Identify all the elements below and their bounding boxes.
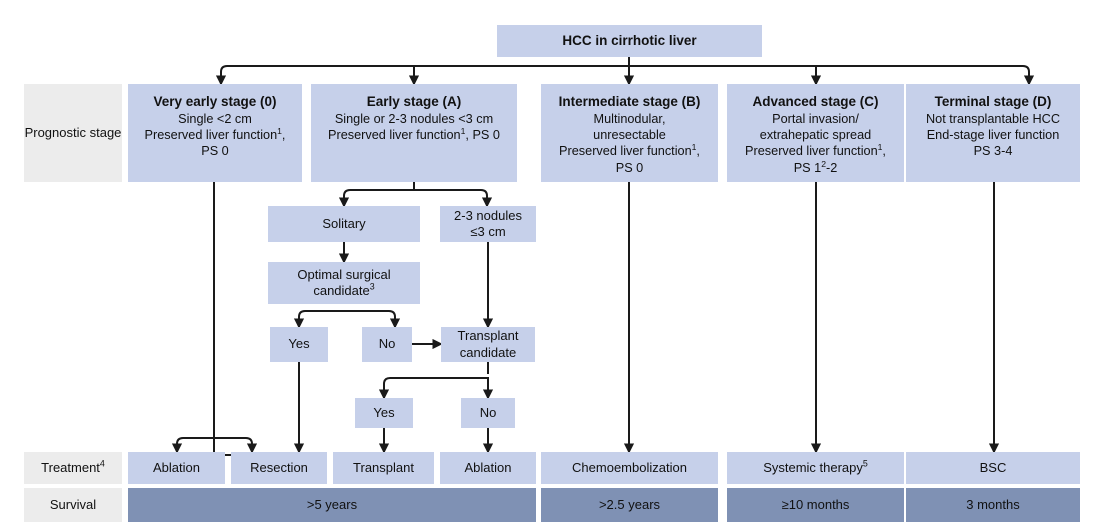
- node-transplant-no[interactable]: No: [461, 398, 515, 428]
- bus-transplant-yesno: [378, 377, 494, 400]
- node-2-3-nodules[interactable]: 2-3 nodules ≤3 cm: [440, 206, 536, 242]
- root-box[interactable]: HCC in cirrhotic liver: [497, 25, 762, 57]
- stage-detail-line: PS 3-4: [973, 144, 1013, 159]
- stage-detail-line: PS 12-2: [793, 158, 838, 175]
- stage-detail-line: Single <2 cm: [178, 112, 252, 127]
- bus-stage-distributor: [215, 65, 1035, 86]
- treatment-box-transplant[interactable]: Transplant: [333, 452, 434, 484]
- treatment-box-ablation-2[interactable]: Ablation: [440, 452, 536, 484]
- node-surgical-no-label: No: [378, 336, 396, 352]
- stage-detail-line: Preserved liver function1,: [745, 142, 886, 159]
- survival-label: >5 years: [306, 496, 358, 512]
- survival-label: 3 months: [966, 496, 1020, 512]
- survival-label: ≥10 months: [781, 496, 850, 512]
- node-solitary-label: Solitary: [322, 215, 366, 231]
- node-nodules-line: ≤3 cm: [470, 224, 506, 239]
- treatment-label: BSC: [979, 459, 1007, 475]
- stage-title: Early stage (A): [366, 94, 462, 109]
- node-surgical-yes[interactable]: Yes: [270, 327, 328, 362]
- treatment-label: Systemic therapy5: [763, 458, 868, 475]
- node-optimal-surgical-candidate[interactable]: Optimal surgical candidate3: [268, 262, 420, 304]
- stage-box-advanced[interactable]: Advanced stage (C) Portal invasion/ extr…: [727, 84, 904, 182]
- node-surgical-no[interactable]: No: [362, 327, 412, 362]
- survival-box-terminal: 3 months: [906, 488, 1080, 522]
- stage-detail-line: PS 0: [201, 144, 229, 159]
- treatment-label: Chemoembolization: [572, 459, 687, 475]
- stage-detail-line: Single or 2-3 nodules <3 cm: [334, 112, 494, 127]
- bus-optimal-yesno: [293, 310, 401, 329]
- treatment-label: Ablation: [464, 459, 512, 475]
- stage-detail-line: Preserved liver function1, PS 0: [328, 126, 500, 143]
- node-transplant-yes[interactable]: Yes: [355, 398, 413, 428]
- treatment-label: Transplant: [353, 459, 414, 475]
- node-optimal-line: Optimal surgical: [297, 266, 391, 282]
- survival-box-intermediate: >2.5 years: [541, 488, 718, 522]
- stage-box-very-early[interactable]: Very early stage (0) Single <2 cm Preser…: [128, 84, 302, 182]
- row-label-survival: Survival: [24, 488, 122, 522]
- row-label-treatment-text: Treatment4: [41, 458, 105, 475]
- node-surgical-yes-label: Yes: [288, 336, 310, 352]
- row-label-prognostic-stage: Prognostic stage: [24, 84, 122, 182]
- node-transplant-yes-label: Yes: [373, 404, 395, 420]
- node-transplant-cand-line: candidate: [459, 344, 517, 360]
- row-label-treatment: Treatment4: [24, 452, 122, 484]
- node-nodules-line: 2-3 nodules: [454, 207, 522, 223]
- survival-box-early: >5 years: [128, 488, 536, 522]
- stage-detail-line: Not transplantable HCC: [926, 112, 1060, 127]
- treatment-box-resection[interactable]: Resection: [231, 452, 327, 484]
- node-transplant-cand-line: Transplant: [457, 328, 519, 343]
- stage-title: Terminal stage (D): [934, 94, 1052, 109]
- stage-detail-line: Portal invasion/: [772, 112, 859, 127]
- row-label-prognostic-text: Prognostic stage: [24, 124, 122, 140]
- node-solitary[interactable]: Solitary: [268, 206, 420, 242]
- stage-box-terminal[interactable]: Terminal stage (D) Not transplantable HC…: [906, 84, 1080, 182]
- treatment-label: Resection: [250, 459, 308, 475]
- stage-detail-line: Preserved liver function1,: [144, 126, 286, 143]
- root-label: HCC in cirrhotic liver: [562, 33, 697, 49]
- node-optimal-line: candidate3: [313, 281, 375, 298]
- node-transplant-no-label: No: [479, 404, 497, 420]
- stage-detail-line: Preserved liver function1,: [559, 142, 700, 159]
- stage-detail-line: PS 0: [615, 160, 644, 175]
- stage-detail-line: unresectable: [593, 128, 666, 143]
- stage-title: Very early stage (0): [153, 94, 277, 109]
- survival-label: >2.5 years: [598, 496, 661, 512]
- stage-detail-line: Multinodular,: [593, 112, 666, 127]
- row-label-survival-text: Survival: [49, 496, 97, 512]
- treatment-box-chemoembolization[interactable]: Chemoembolization: [541, 452, 718, 484]
- stage-box-intermediate[interactable]: Intermediate stage (B) Multinodular, unr…: [541, 84, 718, 182]
- treatment-box-ablation-1[interactable]: Ablation: [128, 452, 225, 484]
- bus-stage0-split-real: [171, 437, 258, 454]
- bus-stageA-split: [338, 189, 493, 208]
- stage-detail-line: End-stage liver function: [926, 128, 1060, 143]
- stage-box-early[interactable]: Early stage (A) Single or 2-3 nodules <3…: [311, 84, 517, 182]
- treatment-box-systemic-therapy[interactable]: Systemic therapy5: [727, 452, 904, 484]
- treatment-label: Ablation: [153, 459, 200, 475]
- node-transplant-candidate[interactable]: Transplant candidate: [441, 327, 535, 362]
- stage-title: Advanced stage (C): [752, 94, 879, 109]
- stage-detail-line: extrahepatic spread: [759, 128, 872, 143]
- survival-box-advanced: ≥10 months: [727, 488, 904, 522]
- stage-title: Intermediate stage (B): [558, 94, 701, 109]
- treatment-box-bsc[interactable]: BSC: [906, 452, 1080, 484]
